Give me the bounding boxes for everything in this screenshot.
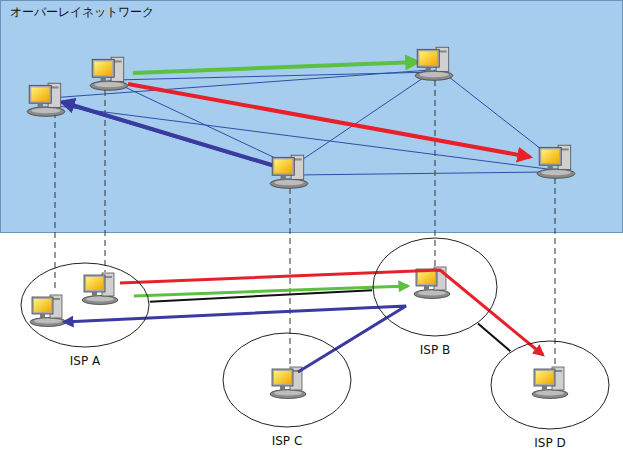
blue-arrow bbox=[62, 102, 275, 166]
isp-circle: ISP A bbox=[20, 262, 150, 368]
isp-circle: ISP D bbox=[490, 340, 610, 450]
overlay-panel bbox=[1, 1, 623, 233]
isp-ellipse bbox=[21, 263, 149, 347]
isp-label: ISP C bbox=[222, 434, 352, 448]
mesh-line bbox=[295, 172, 545, 175]
circle-outline bbox=[20, 262, 150, 348]
red-arrow bbox=[128, 84, 530, 157]
green-arrow bbox=[133, 62, 418, 73]
circle-outline bbox=[222, 332, 352, 428]
circle-outline bbox=[490, 340, 610, 430]
isp-label: ISP D bbox=[490, 436, 610, 450]
computer-icon bbox=[90, 57, 128, 90]
mesh-line bbox=[50, 100, 290, 172]
isp-label: ISP B bbox=[372, 343, 498, 357]
computer-icon bbox=[27, 83, 65, 116]
circle-outline bbox=[372, 237, 498, 337]
computer-icon bbox=[532, 367, 568, 399]
isp-circle: ISP C bbox=[222, 332, 352, 448]
computer-icon bbox=[82, 273, 118, 305]
computer-icon bbox=[30, 295, 66, 327]
isp-link bbox=[478, 324, 510, 352]
computer-icon bbox=[537, 145, 575, 178]
blue-path-arrow bbox=[64, 306, 406, 372]
mapping-line bbox=[55, 112, 56, 292]
computer-icon bbox=[415, 47, 453, 80]
red-path-arrow bbox=[120, 270, 543, 355]
mapping-line bbox=[555, 178, 556, 366]
isp-ellipse bbox=[373, 238, 497, 336]
isp-ellipse bbox=[491, 341, 609, 429]
green-path-arrow bbox=[134, 286, 408, 296]
mesh-line bbox=[440, 70, 555, 160]
mapping-line bbox=[105, 90, 106, 272]
isp-ellipse bbox=[223, 333, 351, 427]
isp-circle: ISP B bbox=[372, 237, 498, 357]
isp-label: ISP A bbox=[20, 354, 150, 368]
overlay-band: オーバーレイネットワーク bbox=[0, 0, 623, 233]
panel-title: オーバーレイネットワーク bbox=[10, 5, 613, 19]
mapping-lines bbox=[55, 80, 555, 366]
computer-icon bbox=[270, 155, 308, 188]
